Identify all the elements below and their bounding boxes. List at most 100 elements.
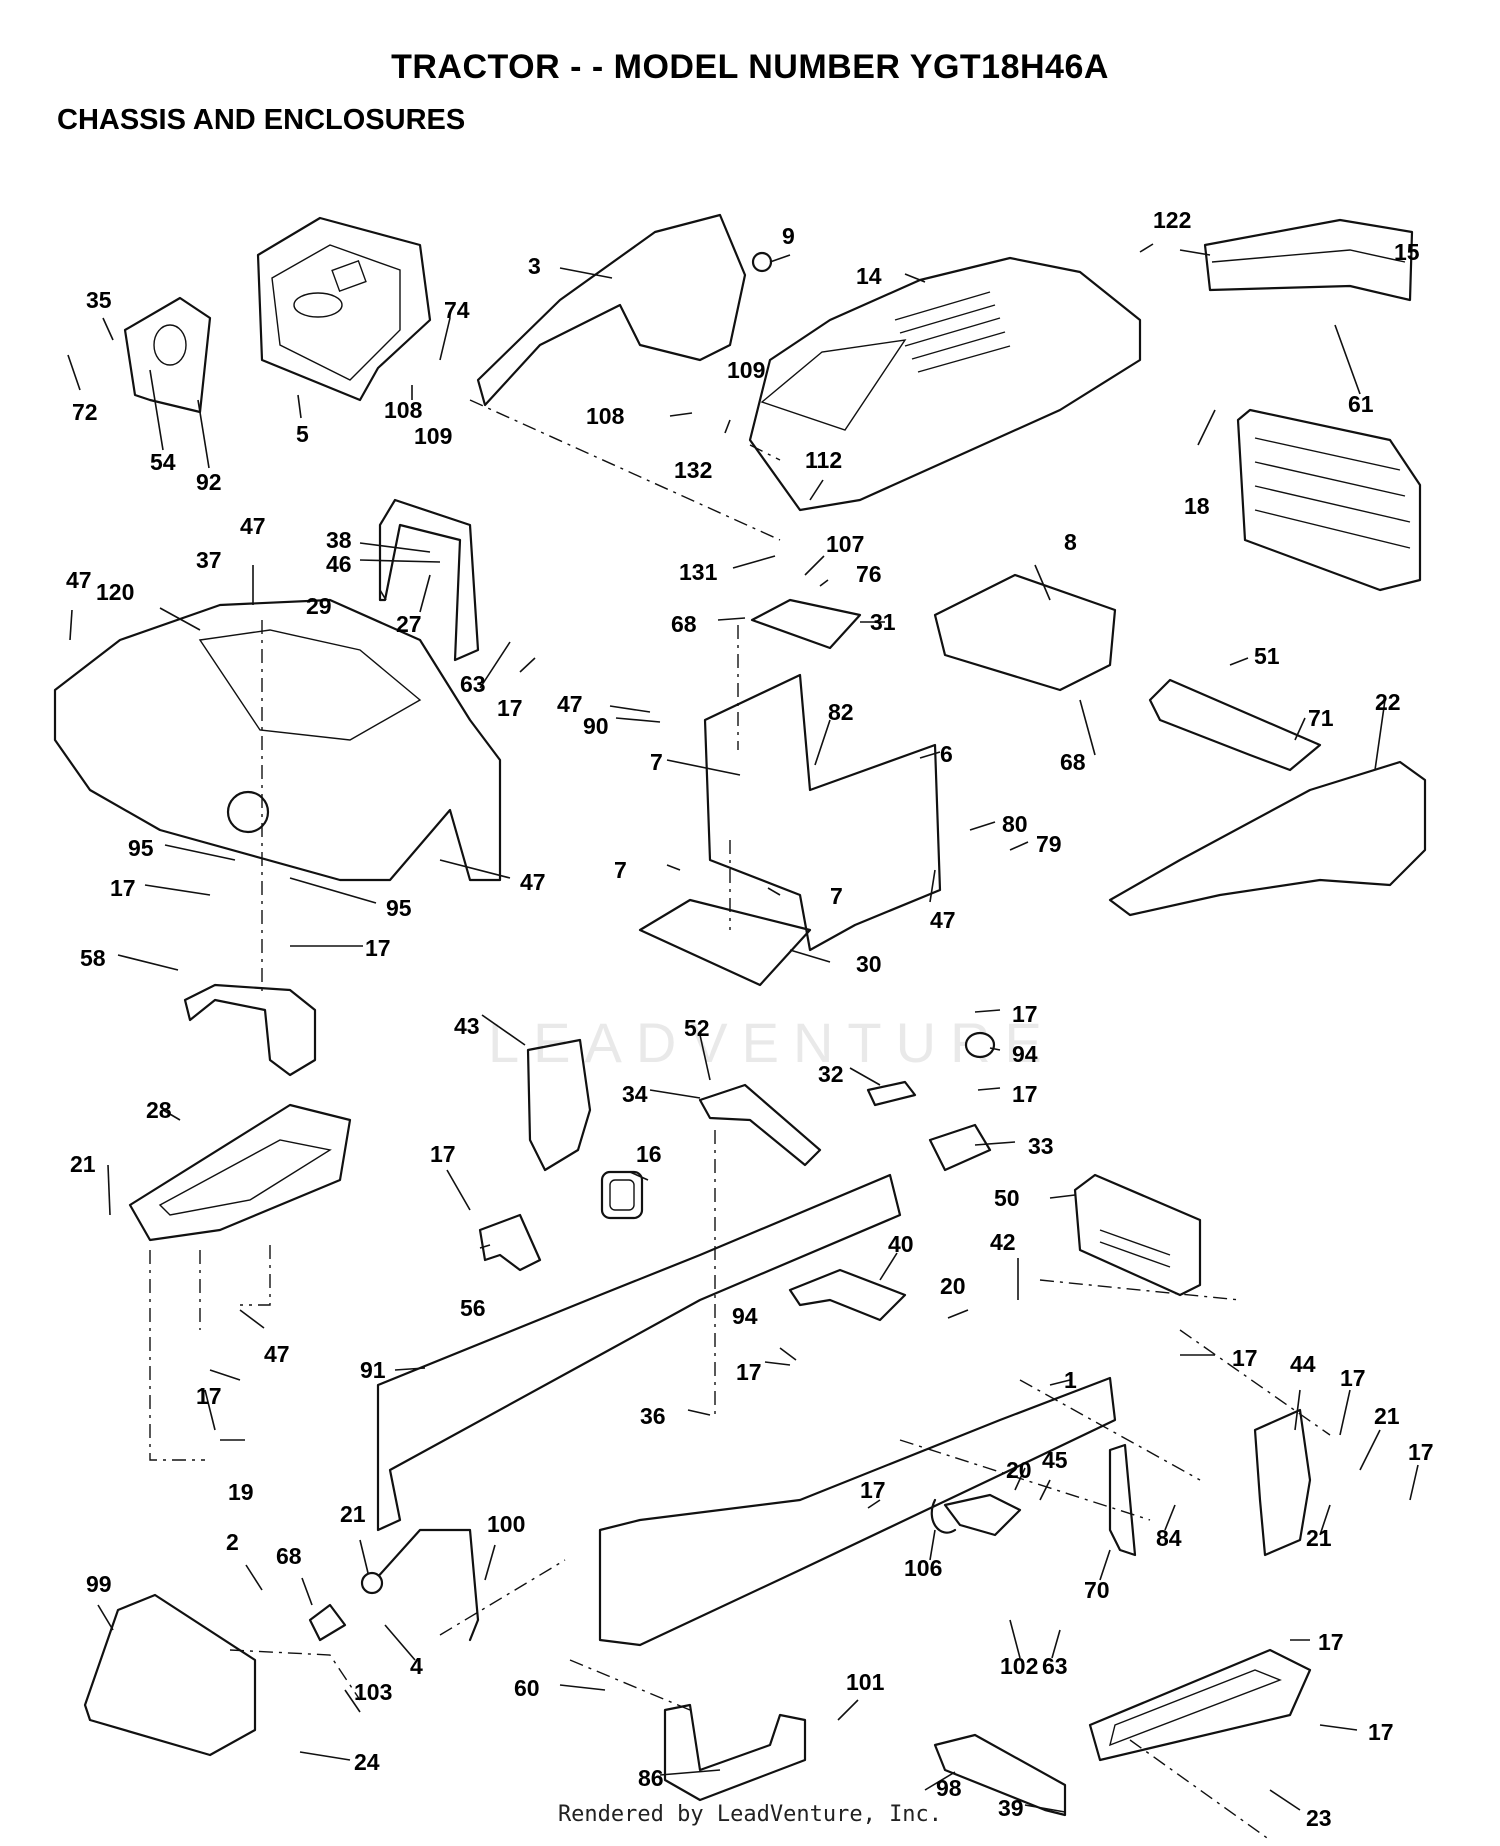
callout: 106	[904, 1555, 942, 1581]
callout: 30	[856, 951, 882, 977]
callout: 58	[80, 945, 106, 971]
callout: 68	[276, 1543, 302, 1569]
callout: 36	[640, 1403, 666, 1429]
callout: 98	[936, 1775, 962, 1801]
callout: 68	[671, 611, 697, 637]
callout: 47	[520, 869, 546, 895]
callout: 92	[196, 469, 222, 495]
callout: 7	[650, 749, 663, 775]
callout: 15	[1394, 239, 1420, 265]
callout: 94	[732, 1303, 758, 1329]
callout: 79	[1036, 831, 1062, 857]
callout: 45	[1042, 1447, 1068, 1473]
callout: 35	[86, 287, 112, 313]
callout: 46	[326, 551, 352, 577]
callout: 100	[487, 1511, 525, 1537]
callout: 112	[805, 447, 842, 473]
callout: 7	[614, 857, 627, 883]
callout: 23	[1306, 1805, 1332, 1831]
callout: 43	[454, 1013, 480, 1039]
callout: 120	[96, 579, 134, 605]
callout: 107	[826, 531, 864, 557]
callout: 21	[340, 1501, 366, 1527]
section-title: CHASSIS AND ENCLOSURES	[57, 104, 466, 136]
callout: 50	[994, 1185, 1020, 1211]
callout: 19	[228, 1479, 254, 1505]
callout: 108	[586, 403, 625, 429]
callout: 72	[72, 399, 98, 425]
callout: 132	[674, 457, 712, 483]
callout: 9	[782, 223, 795, 249]
callout: 47	[66, 567, 92, 593]
callout: 47	[264, 1341, 290, 1367]
callout: 37	[196, 547, 222, 573]
callout: 102	[1000, 1653, 1038, 1679]
render-credit: Rendered by LeadVenture, Inc.	[557, 1802, 943, 1827]
callout: 109	[727, 357, 765, 383]
callout: 31	[870, 609, 896, 635]
assembly-lines	[149, 399, 1331, 1841]
callout: 17	[1232, 1345, 1258, 1371]
callout: 20	[940, 1273, 966, 1299]
callout: 17	[365, 935, 391, 961]
callout: 5	[296, 421, 309, 447]
callout: 2	[226, 1529, 239, 1555]
page-title: TRACTOR - - MODEL NUMBER YGT18H46A	[391, 48, 1109, 86]
callout: 17	[1368, 1719, 1394, 1745]
callout: 17	[196, 1383, 222, 1409]
callout: 76	[856, 561, 882, 587]
callout: 17	[110, 875, 136, 901]
callout: 21	[70, 1151, 96, 1177]
callout: 56	[460, 1295, 486, 1321]
callout: 17	[1012, 1001, 1038, 1027]
callout: 108	[384, 397, 423, 423]
callout: 90	[583, 713, 609, 739]
callout: 4	[410, 1653, 423, 1679]
callout: 95	[386, 895, 412, 921]
callout: 17	[1012, 1081, 1038, 1107]
callout: 101	[846, 1669, 885, 1695]
callout: 18	[1184, 493, 1210, 519]
callout: 47	[240, 513, 266, 539]
callout: 68	[1060, 749, 1086, 775]
callout: 17	[430, 1141, 456, 1167]
callout: 17	[1340, 1365, 1366, 1391]
callout: 91	[360, 1357, 386, 1383]
part-drawings	[53, 213, 1427, 1817]
callout: 28	[146, 1097, 172, 1123]
callout: 86	[638, 1765, 664, 1791]
callout: 17	[1408, 1439, 1434, 1465]
callout: 103	[354, 1679, 392, 1705]
callout: 63	[1042, 1653, 1068, 1679]
callout: 29	[306, 593, 332, 619]
callout: 82	[828, 699, 854, 725]
leader-lines	[67, 243, 1419, 1813]
callout: 38	[326, 527, 352, 553]
callout: 6	[940, 741, 953, 767]
callout: 33	[1028, 1133, 1054, 1159]
callout: 74	[444, 297, 470, 323]
callout: 44	[1290, 1351, 1316, 1377]
callout: 8	[1064, 529, 1077, 555]
callout: 84	[1156, 1525, 1182, 1551]
callout: 63	[460, 671, 486, 697]
callout: 60	[514, 1675, 540, 1701]
callout: 39	[998, 1795, 1024, 1821]
callout: 94	[1012, 1041, 1038, 1067]
callout: 47	[557, 691, 583, 717]
callout: 47	[930, 907, 956, 933]
callout: 21	[1306, 1525, 1332, 1551]
callout: 131	[679, 559, 718, 585]
callout: 20	[1006, 1457, 1032, 1483]
callout: 27	[396, 611, 422, 637]
callout: 70	[1084, 1577, 1110, 1603]
callout-labels: 35 72 54 92 5 108 74 109 3 9 108 109 132…	[66, 207, 1434, 1831]
callout: 122	[1153, 207, 1191, 233]
callout: 54	[150, 449, 176, 475]
callout: 40	[888, 1231, 914, 1257]
callout: 16	[636, 1141, 662, 1167]
callout: 95	[128, 835, 154, 861]
callout: 99	[86, 1571, 112, 1597]
callout: 17	[497, 695, 523, 721]
